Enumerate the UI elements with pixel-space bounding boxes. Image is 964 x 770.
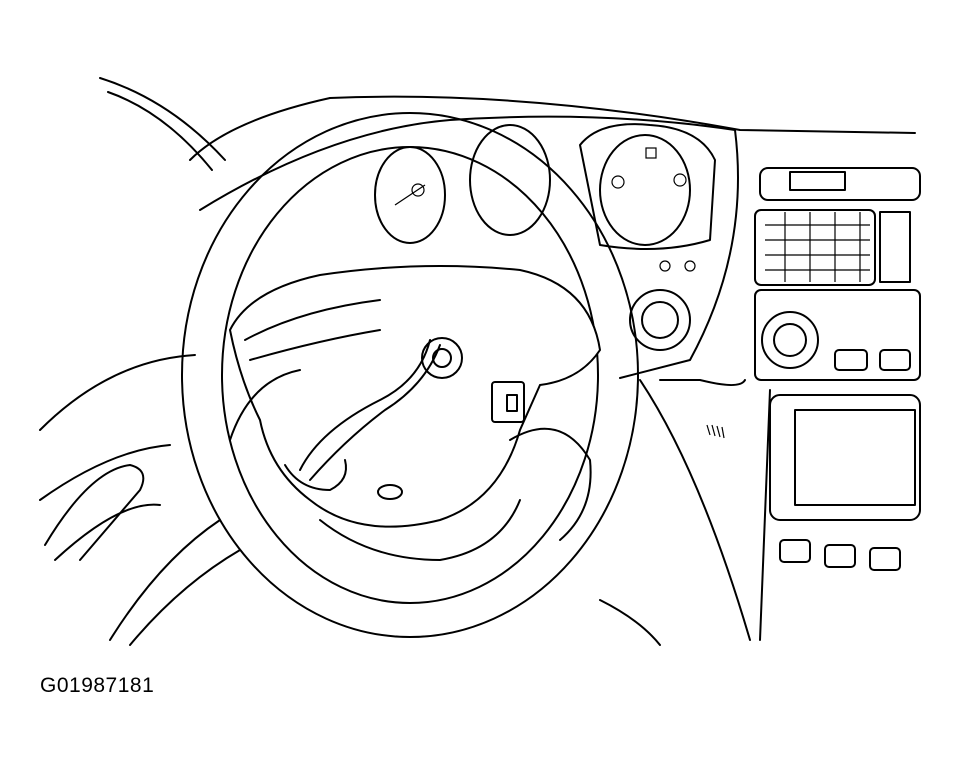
- a-pillar: [99, 77, 331, 171]
- lower-dash: [599, 379, 751, 646]
- air-vent-grille: [765, 212, 870, 282]
- figure-id-label: G01987181: [40, 674, 155, 697]
- instrument-cluster: [374, 123, 716, 250]
- center-console: [629, 167, 921, 641]
- dashboard-outline: [199, 95, 916, 386]
- steering-wheel-illustration: [39, 77, 921, 646]
- steering-wheel-rim: [181, 112, 639, 638]
- steering-wheel-hub: [228, 265, 602, 561]
- stripe-mark: [706, 424, 725, 439]
- door-panel: [39, 354, 241, 646]
